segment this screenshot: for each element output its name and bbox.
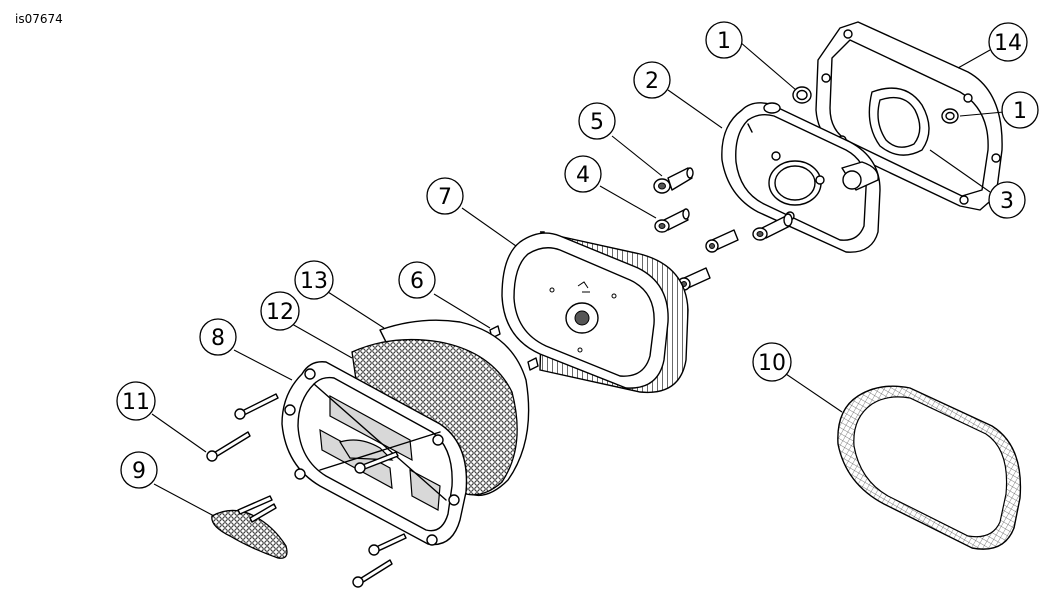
gasket-ring [792,86,812,104]
figure-id: is07674 [15,12,63,26]
callout-label: 9 [132,459,146,484]
callout-7: 7 [426,177,464,215]
callout-3: 3 [988,181,1026,219]
fittings [677,213,793,291]
callout-label: 12 [266,300,294,325]
cover-bracket [281,361,468,546]
callout-label: 11 [122,390,150,415]
callout-8: 8 [199,318,237,356]
callout-6: 6 [398,261,436,299]
callout-label: 4 [576,163,590,188]
callout-10: 10 [752,342,792,382]
callout-5: 5 [578,102,616,140]
callout-9: 9 [120,451,158,489]
callout-1a: 1 [705,21,743,59]
callout-label: 7 [438,185,452,210]
callout-label: 10 [758,351,786,376]
long-screws [206,393,407,588]
filter-screen [837,385,1022,550]
insert [211,495,288,559]
flange-bolt [653,167,694,194]
callout-label: 1 [717,29,731,54]
callout-12: 12 [260,291,300,331]
callout-label: 14 [994,31,1022,56]
callout-14: 14 [988,22,1028,62]
callout-label: 2 [645,69,659,94]
callout-label: 3 [1000,189,1014,214]
air-filter-element [501,231,689,394]
mounting-plate [815,21,1003,211]
callout-label: 8 [211,326,225,351]
callout-2: 2 [633,61,671,99]
breather-bolt [654,208,690,233]
callout-label: 1 [1013,99,1027,124]
callout-1b: 1 [1001,91,1039,129]
callout-13: 13 [294,260,334,300]
callout-11: 11 [116,381,156,421]
callout-4: 4 [564,155,602,193]
callout-label: 6 [410,269,424,294]
callout-label: 13 [300,269,328,294]
callout-label: 5 [590,110,604,135]
